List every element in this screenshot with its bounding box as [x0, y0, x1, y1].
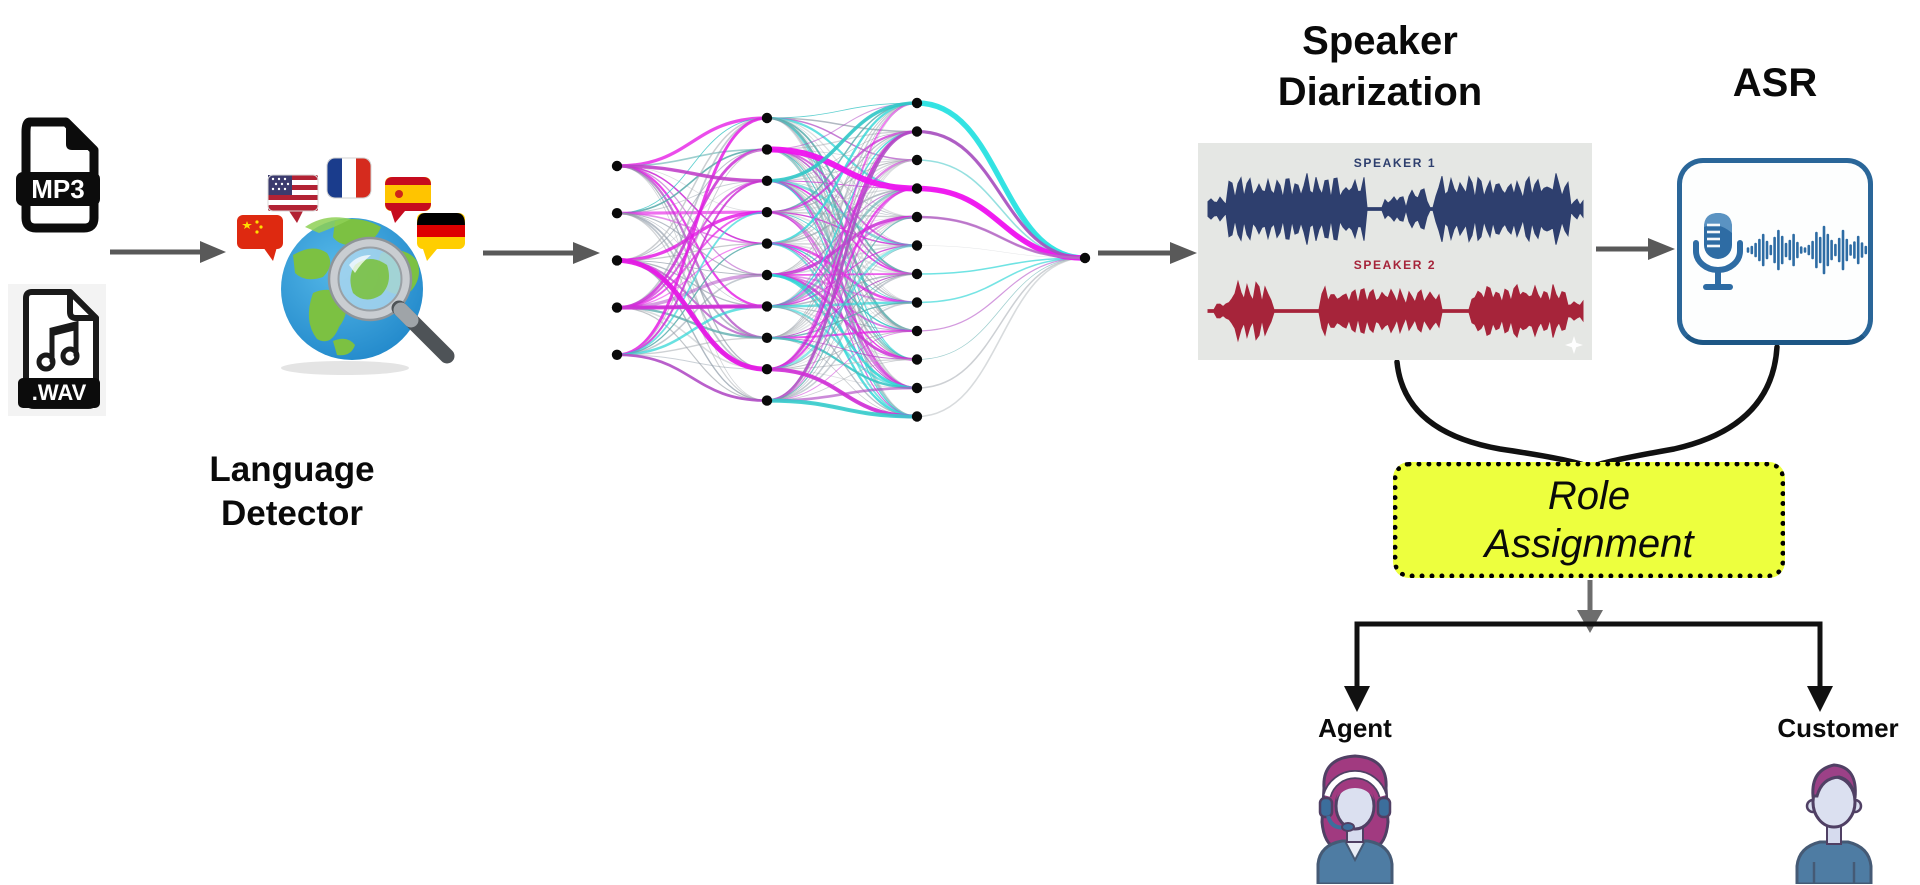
role-assignment-line1: Role: [1547, 474, 1631, 518]
speaker-diarization-title: Speaker Diarization: [1230, 16, 1530, 118]
globe-shadow: [281, 361, 409, 375]
magnifier-icon: [327, 236, 455, 364]
flow-arrow-language-to-network: [483, 242, 600, 264]
language-detector-label: Language Detector: [167, 448, 417, 537]
audio-waveform-bars: [1746, 225, 1868, 275]
customer-label: Customer: [1777, 713, 1899, 743]
asr-mic-waveform-icon: [1693, 213, 1868, 290]
speaker2-label: SPEAKER 2: [1353, 258, 1437, 272]
asr-box: [1677, 158, 1873, 345]
france-flag: [326, 157, 372, 210]
flow-arrow-network-to-diarization: [1098, 242, 1197, 264]
flow-arrow-input-to-language: [110, 241, 226, 263]
agent-label: Agent: [1318, 713, 1392, 743]
connector-diarization-to-role: [1394, 359, 1592, 470]
speaker2-waveform: [1207, 279, 1584, 343]
germany-flag: [417, 213, 465, 261]
role-assignment-box: Role Assignment: [1393, 462, 1785, 578]
speaker-diarization-panel: SPEAKER 1 SPEAKER 2: [1198, 143, 1592, 360]
wav-label: .WAV: [32, 380, 87, 405]
headset-earpiece-left: [1318, 796, 1334, 819]
mp3-label: MP3: [31, 174, 84, 204]
spain-flag: [385, 177, 431, 223]
branch-tree: [1344, 621, 1833, 712]
customer-avatar: [1795, 763, 1873, 884]
language-detector-label-line2: Detector: [221, 494, 363, 534]
language-detector-label-line1: Language: [209, 450, 375, 489]
sparkle-icon: [1565, 336, 1583, 354]
asr-title: ASR: [1732, 61, 1818, 105]
microphone-icon: [1693, 213, 1743, 290]
connector-asr-to-role: [1588, 344, 1780, 470]
branch-arrowhead-customer: [1807, 686, 1833, 712]
wav-file-icon: .WAV: [18, 289, 100, 409]
customer-hair: [1811, 763, 1857, 799]
flow-arrow-diarization-to-asr: [1596, 238, 1675, 260]
role-assignment-line2: Assignment: [1484, 522, 1694, 566]
music-notes-glyph: [36, 320, 80, 372]
usa-flag: [267, 174, 319, 223]
speaker-diarization-title-line1: Speaker: [1302, 19, 1458, 63]
speaker1-label: SPEAKER 1: [1353, 156, 1437, 170]
speaker-diarization-title-line2: Diarization: [1277, 70, 1483, 115]
mp3-file-icon: MP3: [16, 117, 100, 233]
agent-avatar: [1316, 754, 1394, 884]
branch-arrowhead-agent: [1344, 686, 1370, 712]
china-flag: [237, 215, 283, 261]
neural-network-graphic: [611, 97, 1091, 422]
headset-earpiece-right: [1376, 796, 1392, 819]
speaker1-waveform: [1207, 173, 1584, 245]
language-detector-graphic: [237, 157, 465, 375]
